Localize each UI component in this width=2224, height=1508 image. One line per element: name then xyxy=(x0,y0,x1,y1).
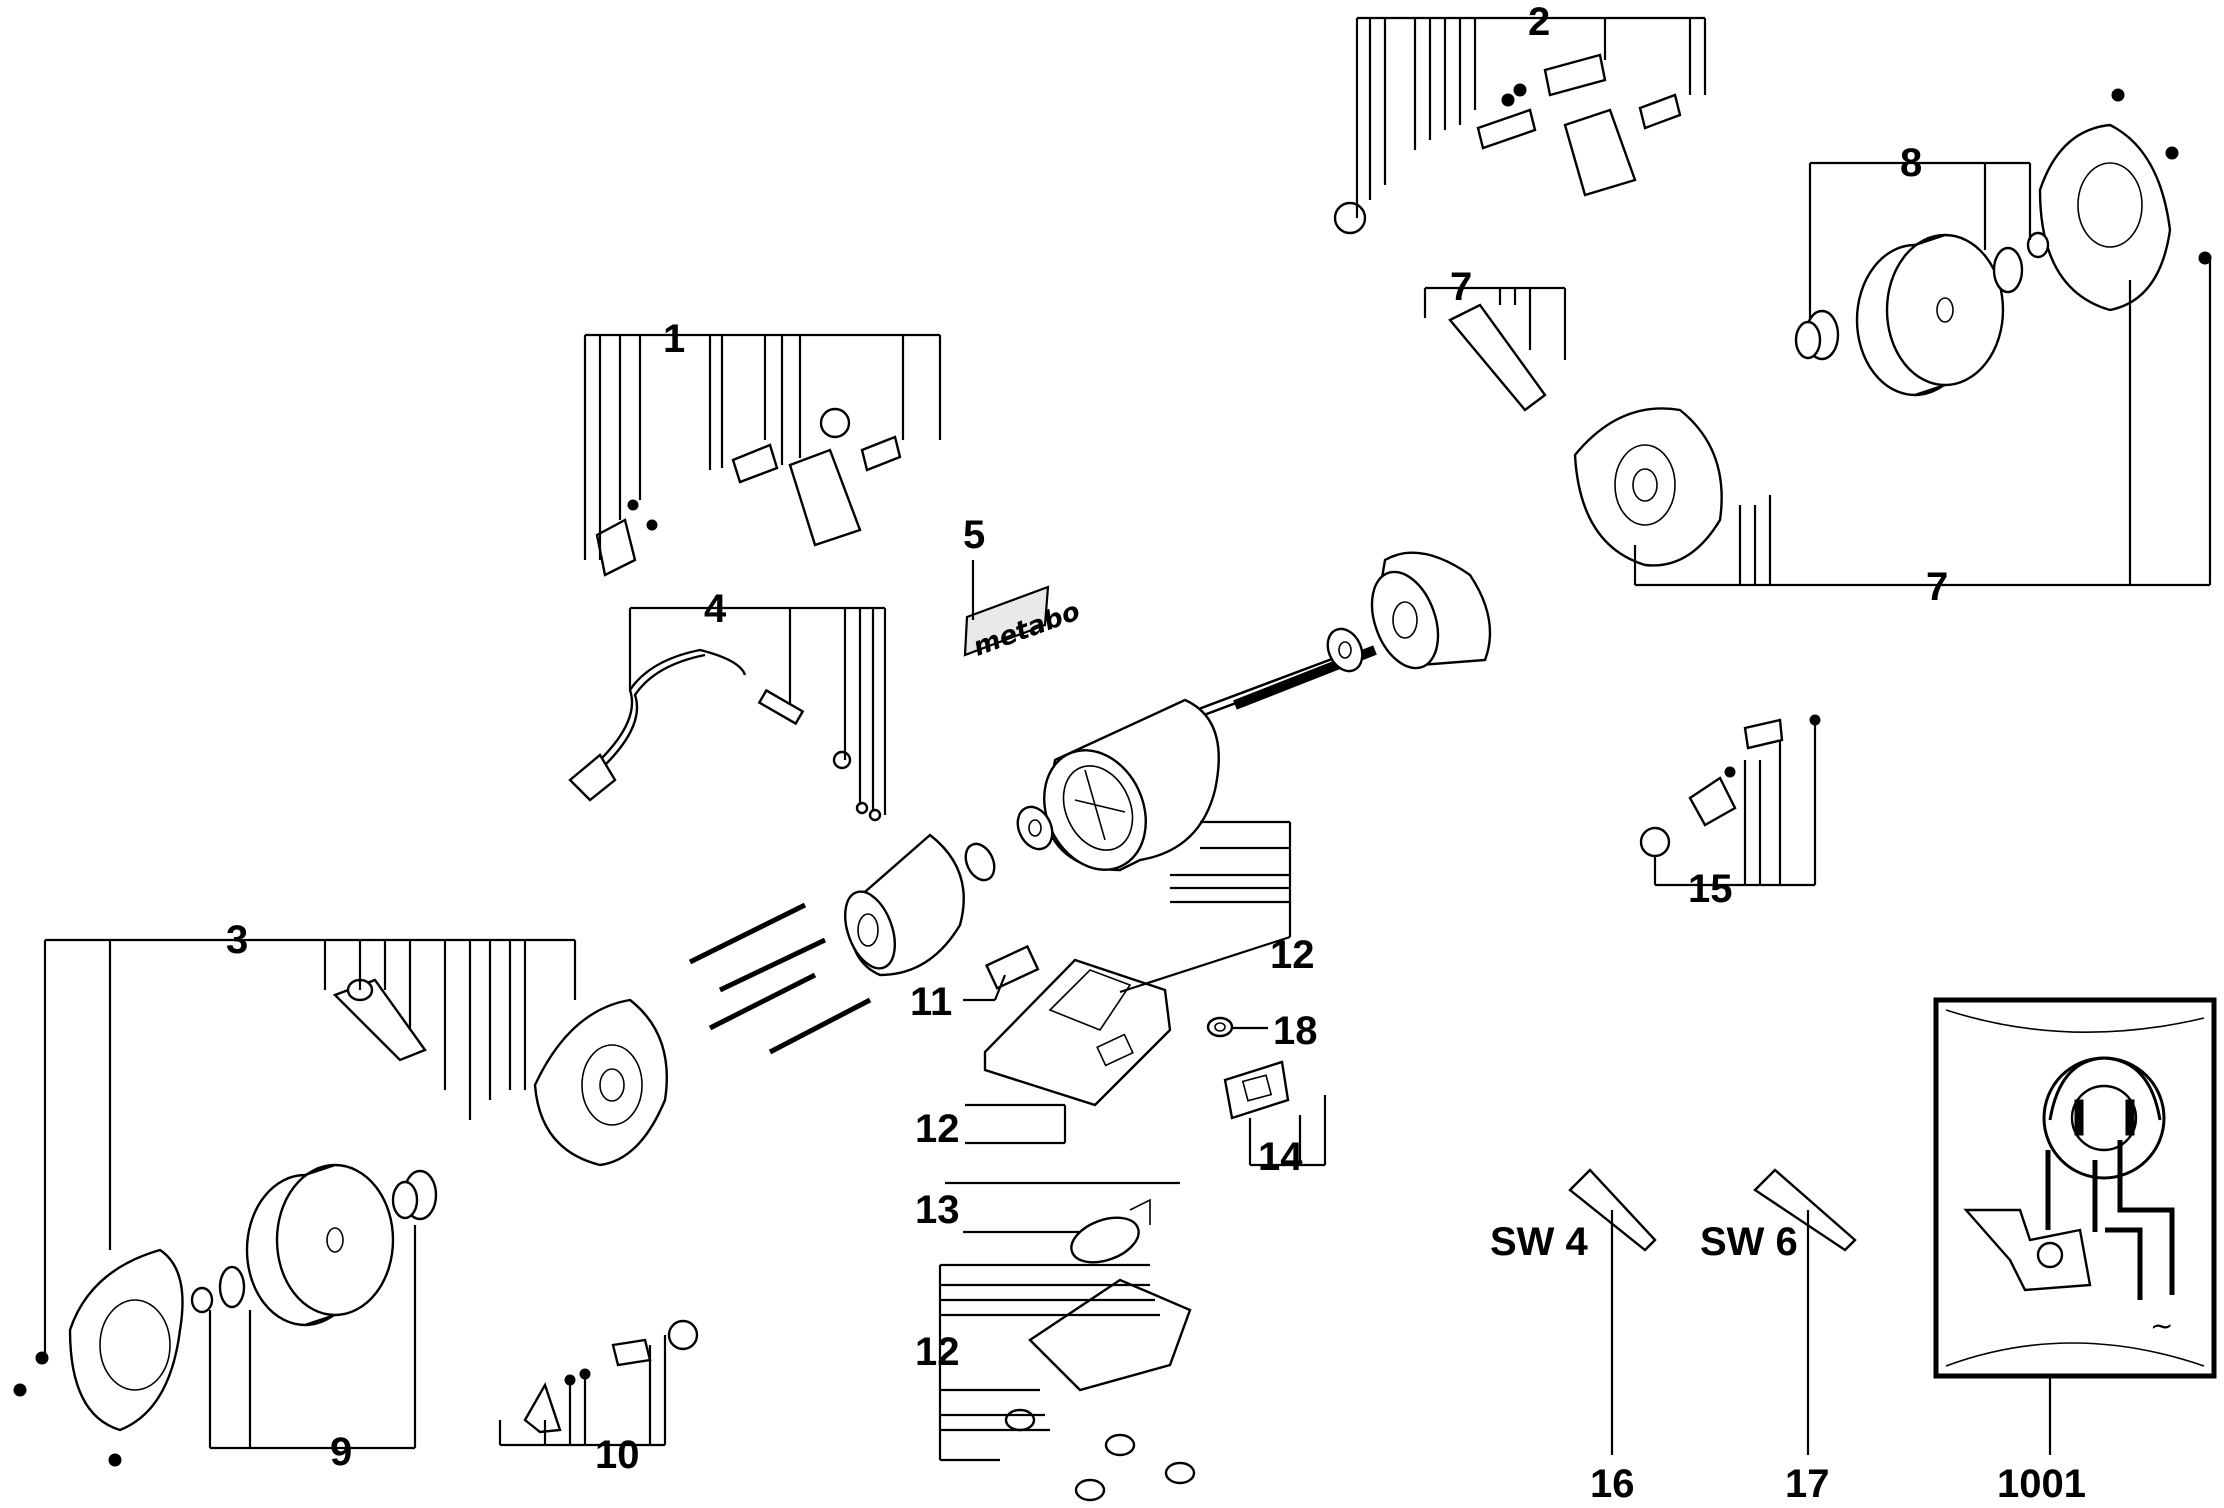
label-part-4: 4 xyxy=(704,587,727,631)
label-part-9: 9 xyxy=(330,1430,352,1474)
label-part-7-bottom: 7 xyxy=(1926,565,1948,609)
motor-assembly xyxy=(688,551,1492,1502)
part-labels: 1 2 3 4 5 7 7 8 9 10 11 12 12 12 13 14 1… xyxy=(226,0,2086,1506)
right-wheel-group xyxy=(1448,88,2212,567)
eye-shield-group-2 xyxy=(1333,53,1682,235)
label-sw6: SW 6 xyxy=(1700,1220,1798,1264)
label-part-3: 3 xyxy=(226,918,248,962)
power-cord-group-4 xyxy=(568,648,882,822)
label-part-16: 16 xyxy=(1590,1462,1635,1506)
label-part-11: 11 xyxy=(910,980,952,1024)
label-part-18: 18 xyxy=(1273,1009,1318,1053)
label-part-7-top: 7 xyxy=(1450,265,1472,309)
label-part-13: 13 xyxy=(915,1188,960,1232)
label-part-1: 1 xyxy=(663,317,685,361)
label-part-12-b: 12 xyxy=(915,1107,960,1151)
ac-symbol: ~ xyxy=(2150,1309,2173,1342)
label-sw4: SW 4 xyxy=(1490,1220,1589,1264)
brand-plate-5: metabo xyxy=(963,585,1084,663)
hex-key-17 xyxy=(1753,1168,1857,1252)
label-part-2: 2 xyxy=(1528,0,1550,44)
wiring-detail-1001: ~ xyxy=(1933,997,2217,1379)
label-part-12-c: 12 xyxy=(915,1330,960,1374)
tool-rest-group-10 xyxy=(523,1319,699,1434)
label-part-10: 10 xyxy=(595,1433,640,1477)
label-part-1001: 1001 xyxy=(1997,1462,2086,1506)
label-part-5: 5 xyxy=(963,513,985,557)
label-part-15: 15 xyxy=(1688,867,1733,911)
left-wheel-group xyxy=(13,978,669,1467)
eye-shield-group-1 xyxy=(595,407,902,577)
label-part-14: 14 xyxy=(1258,1135,1303,1179)
label-part-8: 8 xyxy=(1900,141,1922,185)
label-part-12-a: 12 xyxy=(1270,933,1315,977)
tool-rest-group-15 xyxy=(1639,714,1821,858)
leader-lines xyxy=(43,16,2212,1462)
label-part-17: 17 xyxy=(1785,1462,1830,1506)
